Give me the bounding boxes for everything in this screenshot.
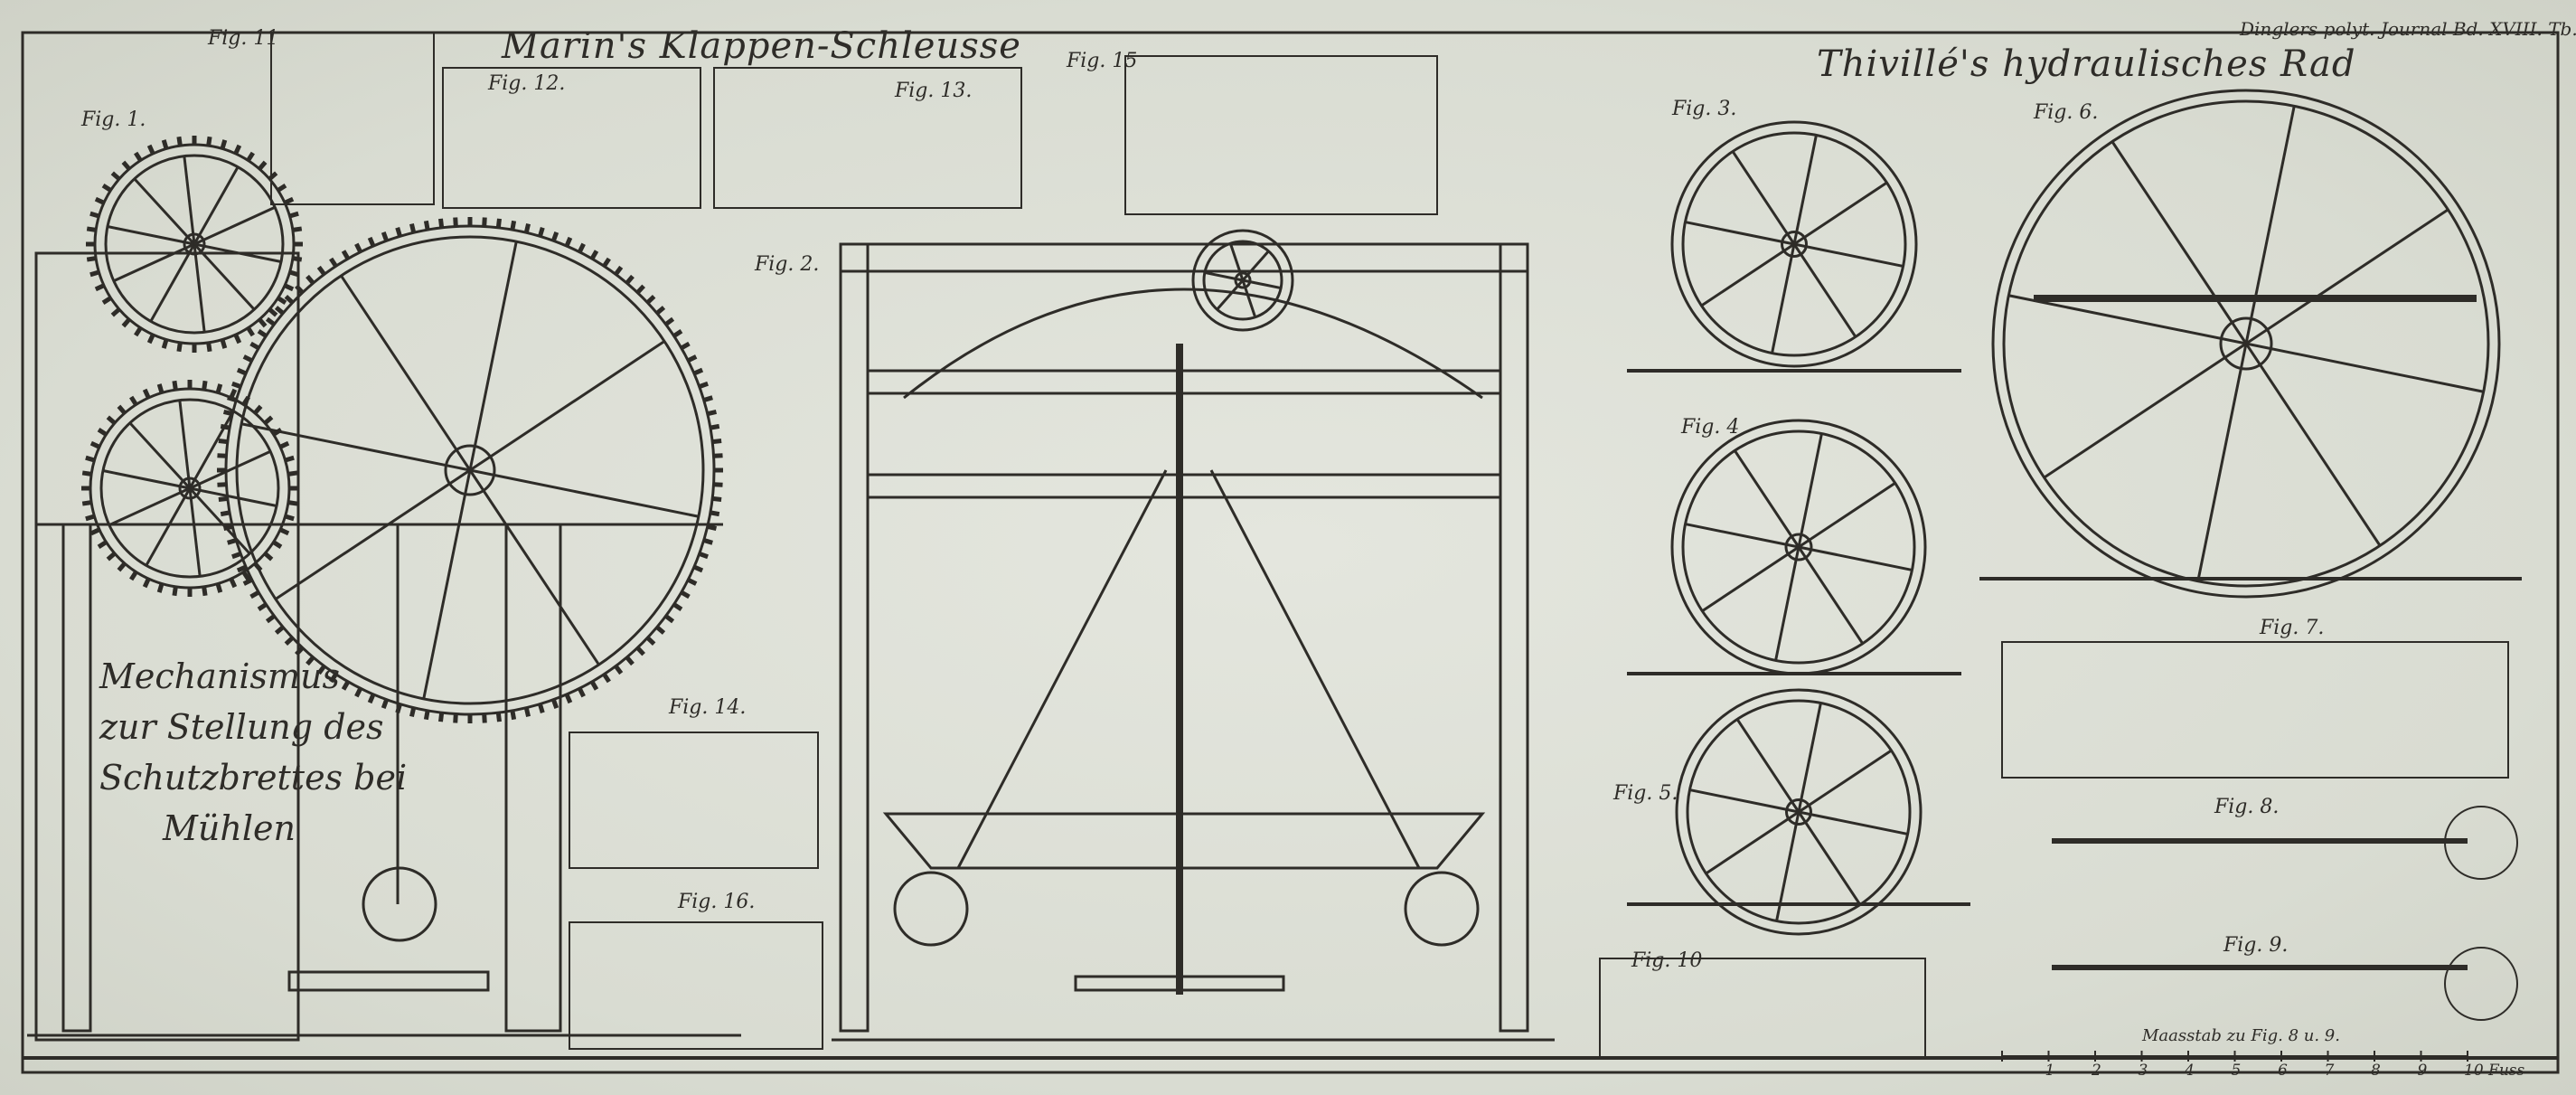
scale-tick-label: 8 xyxy=(2371,1062,2381,1080)
fig1-upper-gear xyxy=(86,136,303,353)
fig4-wheel xyxy=(1670,419,1927,675)
fig-label: Fig. 13. xyxy=(895,80,973,102)
figure-boxes xyxy=(270,32,2522,1059)
fig-label: Fig. 7. xyxy=(2260,617,2325,639)
fig-label: Fig. 2. xyxy=(755,253,820,276)
journal-header: Dinglers polyt. Journal Bd. XVIII. Tb. I… xyxy=(2240,18,2576,40)
scale-tick-label: 5 xyxy=(2231,1062,2242,1080)
fig1-mid-gear xyxy=(81,380,298,597)
caption-line-4: Mühlen xyxy=(163,808,296,848)
fig-label: Fig. 8. xyxy=(2214,796,2280,818)
fig-label: Fig. 1. xyxy=(81,109,146,131)
scale-tick-label: 4 xyxy=(2185,1062,2195,1080)
fig-label: Fig. 14. xyxy=(669,696,747,719)
scale-tick-label: 9 xyxy=(2417,1062,2428,1080)
scale-tick-label: 6 xyxy=(2278,1062,2288,1080)
caption-line-2: zur Stellung des xyxy=(99,707,384,747)
fig-label: Fig. 5. xyxy=(1613,782,1678,805)
caption-line-1: Mechanismus xyxy=(99,656,340,696)
scale-tick-label: 3 xyxy=(2138,1062,2148,1080)
fig2-frame xyxy=(832,242,1555,1042)
fig6-wheel xyxy=(1991,89,2501,599)
title-thiville-wheel: Thivillé's hydraulisches Rad xyxy=(1817,43,2356,85)
fig-label: Fig. 15 xyxy=(1067,50,1138,72)
caption-line-3: Schutzbrettes bei xyxy=(99,758,408,798)
fig-label: Fig. 16. xyxy=(678,891,756,913)
fig-label: Fig. 4 xyxy=(1681,416,1740,439)
scale-tick-label: 1 xyxy=(2045,1062,2055,1080)
fig-label: Fig. 10 xyxy=(1631,949,1703,972)
scale-tick-label: 2 xyxy=(2092,1062,2101,1080)
fig-label: Fig. 3. xyxy=(1672,98,1737,120)
fig3-wheel xyxy=(1670,120,1918,368)
fig5-wheel xyxy=(1675,688,1923,936)
plate-border xyxy=(21,31,2560,1074)
scale-label: Maasstab zu Fig. 8 u. 9. xyxy=(2142,1026,2340,1045)
fig-label: Fig. 9. xyxy=(2223,934,2289,957)
scale-bar xyxy=(2001,1051,2468,1062)
scale-tick-label: 10 Fuss xyxy=(2464,1062,2525,1080)
fig1-frame xyxy=(27,251,741,1042)
fig1-large-gear xyxy=(217,217,723,723)
fig2-handwheel xyxy=(1191,229,1294,332)
fig-label: Fig. 11 xyxy=(208,27,279,50)
scale-tick-label: 7 xyxy=(2324,1062,2335,1080)
fig-label: Fig. 12. xyxy=(488,72,566,95)
title-marin-sluice: Marin's Klappen-Schleusse xyxy=(502,25,1021,67)
fig-label: Fig. 6. xyxy=(2034,101,2099,124)
